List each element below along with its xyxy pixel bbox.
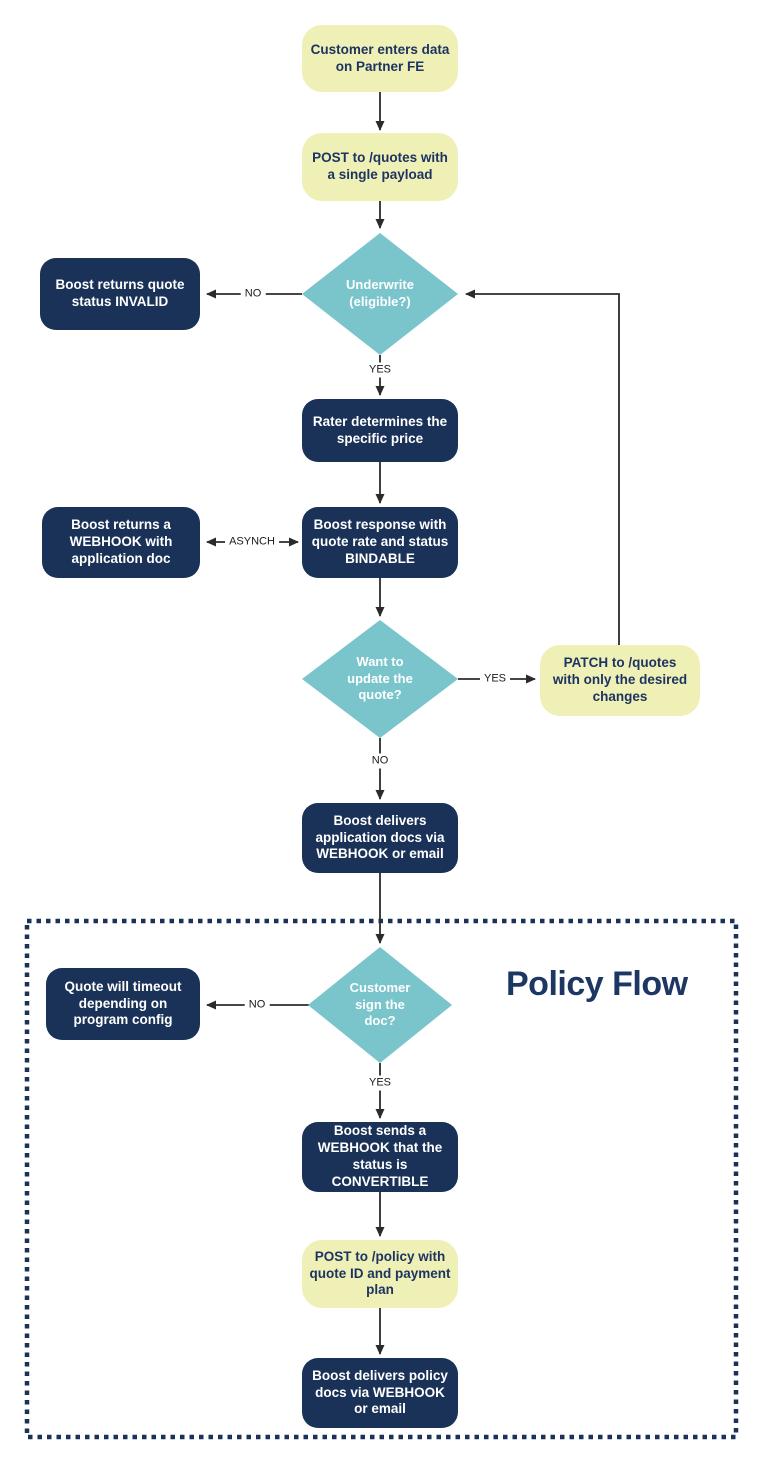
node-label: Boost returns quote status INVALID — [55, 277, 185, 309]
node-webhook-application-doc: Boost returns a WEBHOOK with application… — [42, 507, 200, 578]
node-label: Boost delivers policy docs via WEBHOOK o… — [312, 1367, 448, 1417]
node-rater-determines-price: Rater determines the specific price — [302, 399, 458, 462]
edge-patch-to-underwrite — [465, 289, 620, 645]
node-label: POST to /quotes with a single payload — [312, 150, 448, 182]
edge-label-update-yes: YES — [479, 671, 511, 687]
edge-label-asynch: ASYNCH — [225, 534, 279, 550]
node-label: Underwrite (eligible?) — [346, 277, 414, 309]
edge-label-update-no: NO — [367, 753, 393, 769]
node-quote-timeout: Quote will timeout depending on program … — [46, 968, 200, 1040]
node-response-status-bindable: Boost response with quote rate and statu… — [302, 507, 458, 578]
node-patch-to-quotes: PATCH to /quotes with only the desired c… — [540, 645, 700, 716]
node-label: Customer sign the doc? — [349, 979, 411, 1029]
node-post-to-quotes: POST to /quotes with a single payload — [302, 133, 458, 201]
node-label: Boost delivers application docs via WEBH… — [315, 812, 445, 862]
edge-label-underwrite-yes: YES — [364, 362, 396, 378]
node-label: Boost sends a WEBHOOK that the status is… — [317, 1123, 443, 1189]
edge-label-underwrite-no: NO — [240, 286, 266, 302]
edge-label-sign-yes: YES — [364, 1075, 396, 1091]
node-label: PATCH to /quotes with only the desired c… — [552, 655, 688, 704]
node-quote-status-invalid: Boost returns quote status INVALID — [40, 258, 200, 330]
node-label: Rater determines the specific price — [312, 413, 448, 446]
node-label: Boost returns a WEBHOOK with application… — [69, 517, 173, 566]
node-label: Boost response with quote rate and statu… — [311, 517, 449, 566]
node-delivers-policy-docs: Boost delivers policy docs via WEBHOOK o… — [302, 1358, 458, 1428]
edge-label-sign-no: NO — [244, 997, 270, 1013]
node-status-convertible: Boost sends a WEBHOOK that the status is… — [302, 1122, 458, 1192]
node-customer-enters-data: Customer enters data on Partner FE — [302, 25, 458, 92]
node-label: Customer enters data on Partner FE — [310, 41, 450, 74]
node-label: POST to /policy with quote ID and paymen… — [309, 1248, 451, 1298]
node-post-to-policy: POST to /policy with quote ID and paymen… — [302, 1240, 458, 1308]
policy-flow-title: Policy Flow — [506, 965, 688, 1003]
node-delivers-application-docs: Boost delivers application docs via WEBH… — [302, 803, 458, 873]
node-label: Quote will timeout depending on program … — [64, 978, 182, 1028]
policy-flow-boundary — [24, 918, 739, 1440]
node-label: Want to update the quote? — [347, 653, 413, 703]
